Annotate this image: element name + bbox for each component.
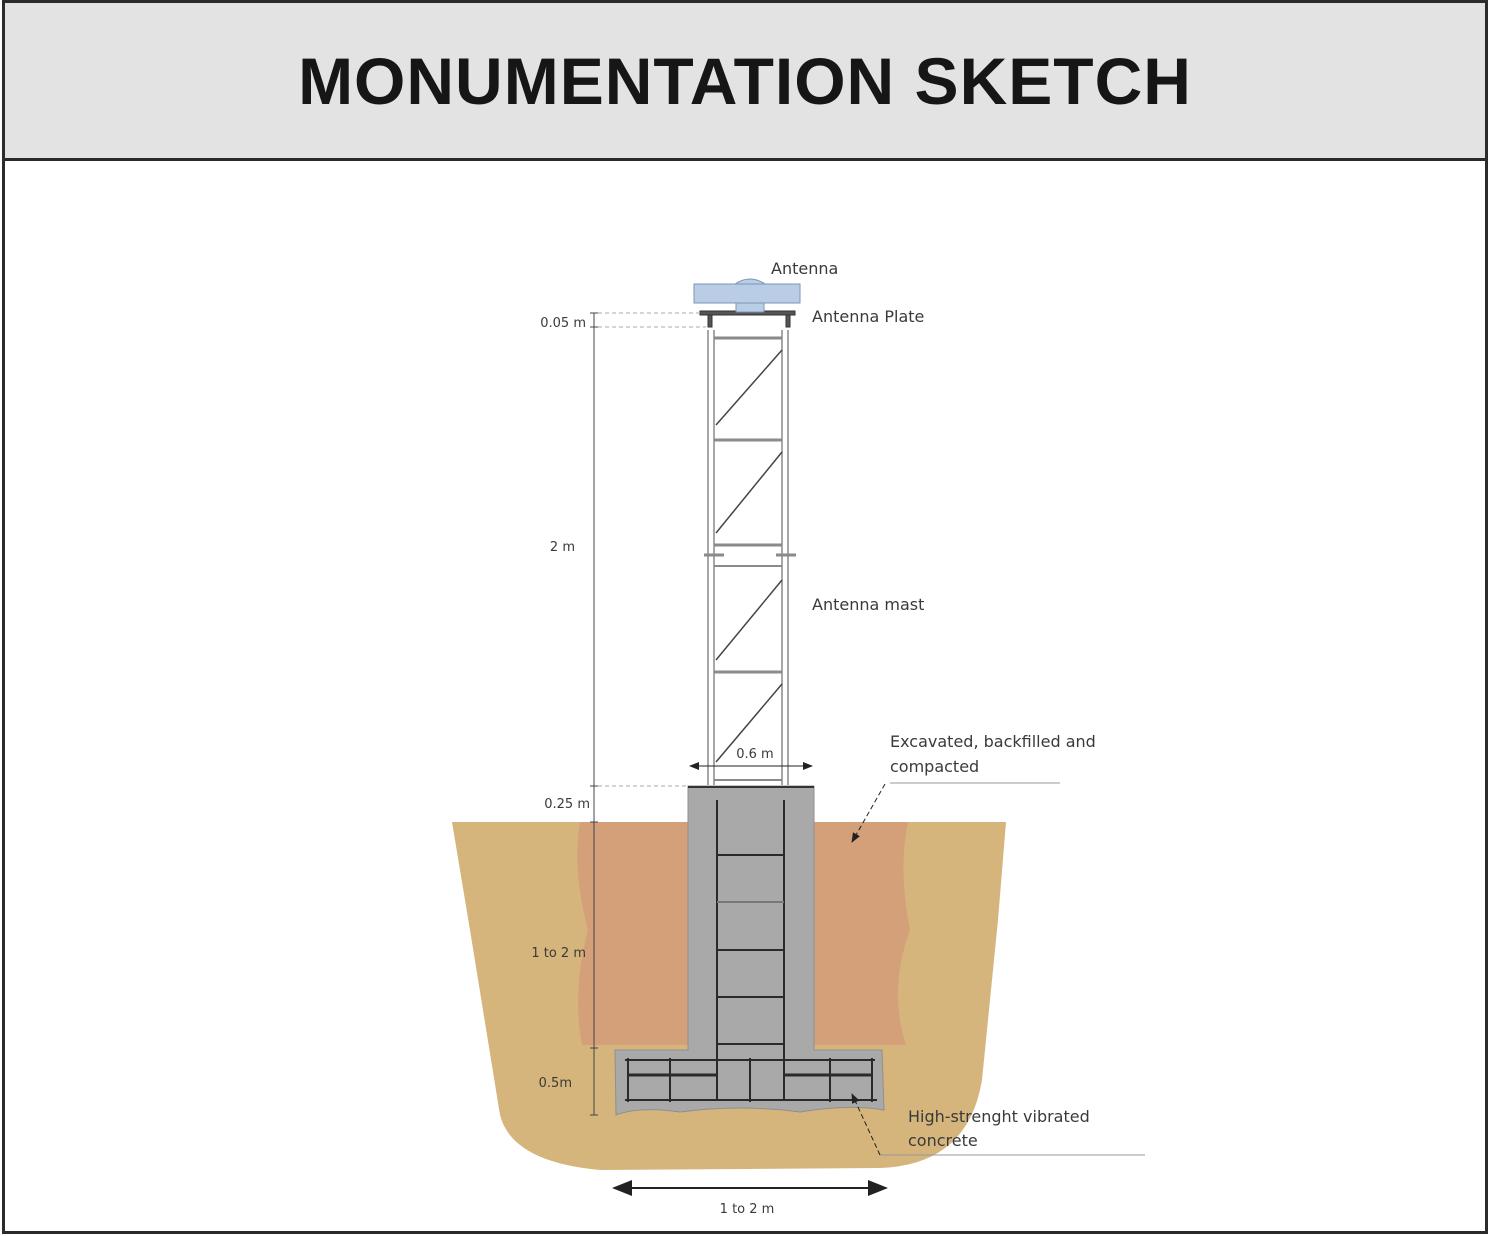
label-concrete-2: concrete xyxy=(908,1131,978,1150)
label-concrete-1: High-strenght vibrated xyxy=(908,1107,1090,1126)
label-antenna: Antenna xyxy=(771,259,838,278)
rebar-cage xyxy=(625,800,877,1102)
dim-footing-width: 1 to 2 m xyxy=(720,1202,775,1217)
dim-footing-height: 0.5m xyxy=(539,1076,572,1091)
dim-mast-width: 0.6 m xyxy=(736,747,773,762)
dim-pillar-depth: 1 to 2 m xyxy=(531,946,586,961)
antenna-plate xyxy=(699,310,796,328)
page-title: MONUMENTATION SKETCH xyxy=(298,43,1192,118)
antenna-mast xyxy=(704,330,796,785)
dim-plate-height: 0.05 m xyxy=(540,316,586,331)
label-antenna-mast: Antenna mast xyxy=(812,595,924,614)
label-antenna-plate: Antenna Plate xyxy=(812,307,924,326)
header-band: MONUMENTATION SKETCH xyxy=(5,3,1485,161)
dim-mast-height: 2 m xyxy=(550,540,575,555)
dim-pillar-above-ground: 0.25 m xyxy=(544,797,590,812)
label-excavated-2: compacted xyxy=(890,757,979,776)
antenna-icon xyxy=(693,278,801,313)
label-excavated-1: Excavated, backfilled and xyxy=(890,732,1096,751)
dimension-lines xyxy=(590,312,1145,1196)
